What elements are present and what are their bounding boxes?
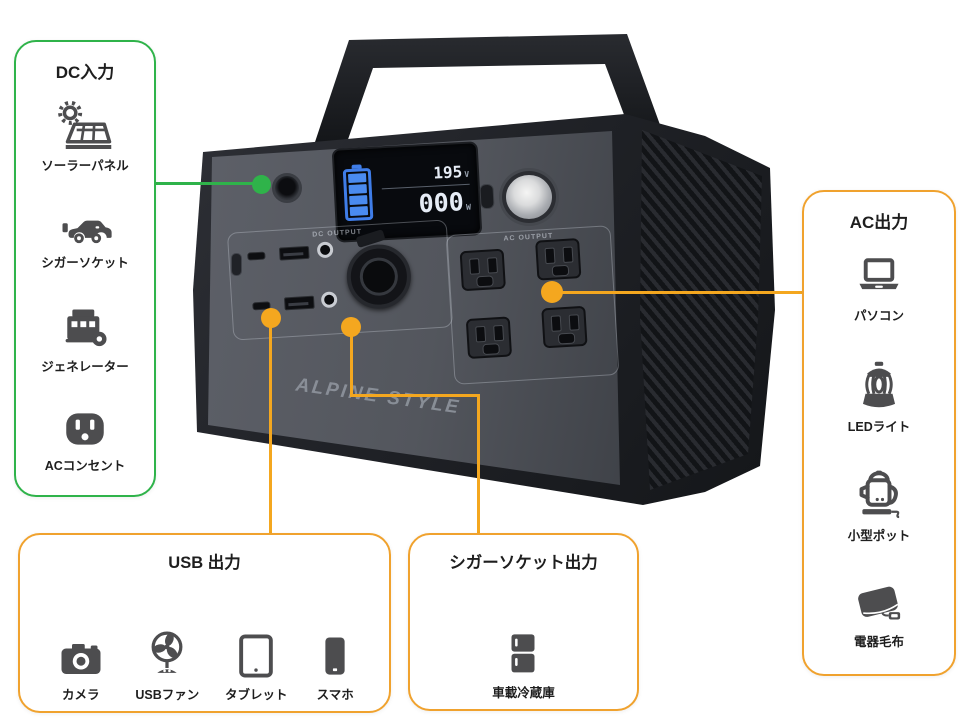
ac-output-dot [541,281,563,303]
list-item-label: スマホ [316,688,354,702]
usb-output-dot [261,308,281,328]
lcd-power-value: 000 [417,187,465,219]
list-item-label: ソーラーパネル [41,158,129,173]
list-item: シガーソケット [41,186,129,287]
list-item-label: パソコン [853,309,904,324]
cigarette-output-callout: シガーソケット出力 車載冷蔵庫 [408,533,639,711]
ac-outlet [459,248,506,292]
cigarette-socket [344,242,413,311]
ac-output-section: AC OUTPUT [445,225,620,385]
list-item-label: ACコンセント [44,458,126,473]
dc-input-line [148,182,264,185]
list-item-label: 車載冷蔵庫 [492,686,555,700]
ac-output-line [552,291,802,294]
list-item: ACコンセント [44,388,126,489]
list-item: タブレット [225,629,288,703]
list-item: 車載冷蔵庫 [492,625,555,701]
usb-fan-icon [141,627,193,683]
list-item: パソコン [849,235,909,343]
dc-input-callout: DC入力 ソーラーパネル [14,40,156,497]
side-vent-panel [640,130,762,490]
list-item: ソーラーパネル [41,85,129,186]
dc-input-dot [252,175,271,194]
lcd-voltage-value: 195 [432,162,463,183]
list-item-label: タブレット [225,688,288,702]
cigarette-output-dot [341,317,361,337]
power-button [479,183,495,210]
dc-input-port [272,173,302,203]
dc-section-button [231,253,242,276]
usb-a-port [278,245,310,261]
usb-output-line [269,318,272,533]
ac-outlet [541,305,588,349]
list-item-label: カメラ [61,688,100,702]
list-item: LEDライト [847,343,911,451]
cigarette-output-line-h [350,394,480,397]
lcd-readout: 195 V 000 W [381,162,472,219]
usb-output-callout: USB 出力 カメラ [18,533,391,713]
usb-c-port [247,251,266,261]
list-item: 電器毛布 [849,560,909,668]
dc5521-port [316,241,334,259]
list-item-label: 小型ポット [847,528,911,543]
ac-output-title: AC出力 [849,213,909,232]
cigarette-output-line-v2 [477,394,480,533]
ac-output-callout: AC出力 パソコン [802,190,956,676]
usb-a-port [283,295,315,311]
ac-outlet [465,316,513,360]
list-item-label: ジェネレーター [41,359,129,374]
list-item: スマホ [313,629,357,703]
lcd-power-unit: W [465,202,472,212]
tablet-icon [231,629,281,683]
solar-panel-icon [55,98,115,154]
list-item-label: 電器毛布 [853,634,904,649]
list-item: カメラ [52,635,110,703]
battery-gauge-icon [342,167,374,222]
kettle-icon [851,468,907,524]
car-fridge-icon [500,625,546,681]
ac-outlet-icon [57,404,113,454]
list-item: USBファン [135,627,199,703]
cigarette-output-line-v1 [350,327,353,397]
camera-icon [52,635,110,683]
dc-input-title: DC入力 [55,63,115,82]
ac-outlet [535,238,582,281]
list-item: ジェネレーター [41,287,129,388]
electric-blanket-icon [849,578,909,630]
car-icon [55,203,115,251]
list-item-label: LEDライト [847,420,911,435]
list-item: 小型ポット [847,452,911,560]
dc-output-section: DC OUTPUT [226,219,454,341]
laptop-icon [849,254,909,304]
lantern-icon [852,359,906,415]
list-item-label: USBファン [135,688,200,702]
cigarette-output-title: シガーソケット出力 [449,554,598,572]
list-item-label: シガーソケット [41,255,129,270]
flashlight-lens [502,171,556,223]
generator-icon [56,301,114,355]
usb-output-title: USB 出力 [168,554,241,572]
smartphone-icon [313,629,357,683]
lcd-voltage-unit: V [464,169,470,179]
dc5521-port [320,291,338,309]
